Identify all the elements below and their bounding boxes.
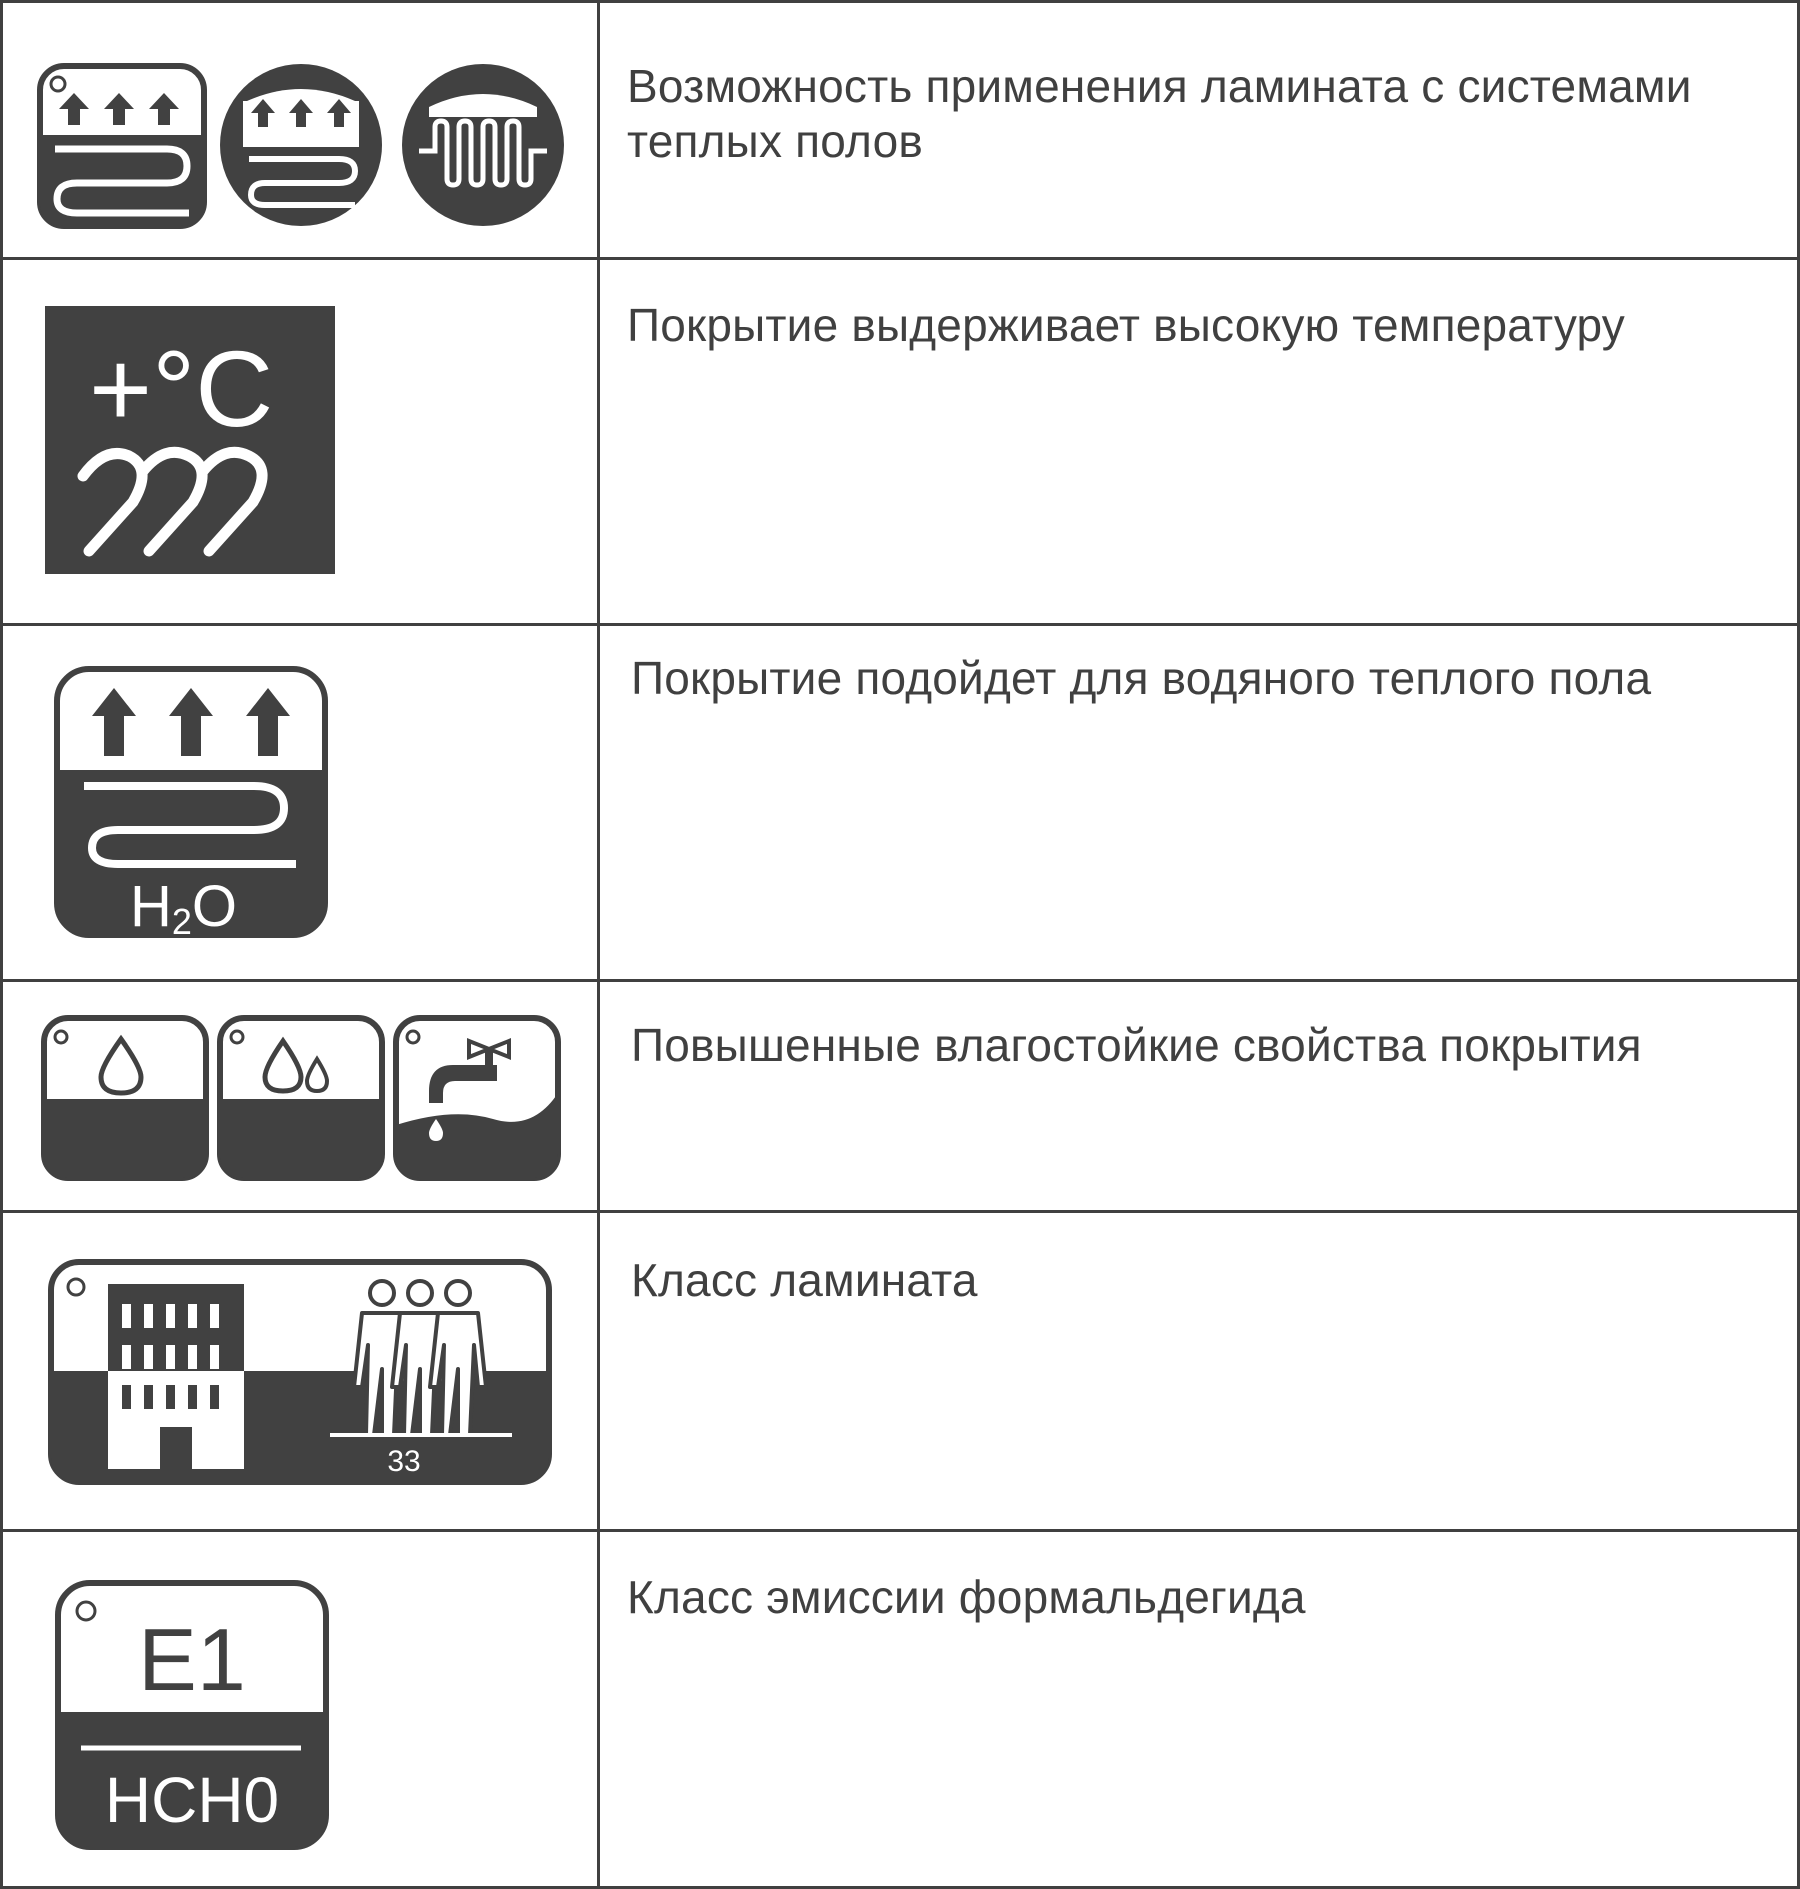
description-cell: Покрытие выдерживает высокую температуру: [599, 260, 1797, 623]
table-border-right: [1797, 0, 1800, 1889]
description-cell: Класс эмиссии формальдегида: [599, 1532, 1797, 1886]
commercial-use-class-icon: 33: [48, 1259, 552, 1485]
formaldehyde-emission-icon: E1 HCH0: [55, 1580, 329, 1850]
description-text: Класс ламината: [631, 1254, 978, 1306]
table-row: +°C Покрытие выдерживает высокую темпера…: [3, 260, 1797, 623]
underfloor-heating-square-icon: [37, 63, 207, 229]
heating-coil-round-icon: [402, 64, 564, 226]
table-border-left: [0, 0, 3, 1889]
description-text: Повышенные влагостойкие свойства покрыти…: [631, 1019, 1642, 1071]
icon-cell: E1 HCH0: [3, 1532, 599, 1886]
table-border-top: [0, 0, 1800, 3]
row-divider: [0, 1210, 1800, 1213]
description-text: Класс эмиссии формальдегида: [627, 1571, 1306, 1623]
row-divider: [0, 623, 1800, 626]
table-row: H2O Покрытие подойдет для водяного тепло…: [3, 626, 1797, 979]
icon-cell: [3, 982, 599, 1210]
description-cell: Покрытие подойдет для водяного теплого п…: [599, 626, 1797, 979]
table-row: E1 HCH0 Класс эмиссии формальдегида: [3, 1532, 1797, 1886]
class-number: 33: [387, 1445, 420, 1478]
row-divider: [0, 1529, 1800, 1532]
single-drop-icon: [41, 1015, 209, 1181]
high-temperature-icon: +°C: [45, 306, 335, 574]
table-row: Возможность применения ламината с систем…: [3, 3, 1797, 257]
row-divider: [0, 979, 1800, 982]
column-divider: [597, 0, 600, 1889]
emission-class: E1: [138, 1610, 246, 1709]
table-row: Повышенные влагостойкие свойства покрыти…: [3, 982, 1797, 1210]
table-row: 33 Класс ламината: [3, 1213, 1797, 1529]
description-cell: Повышенные влагостойкие свойства покрыти…: [599, 982, 1797, 1210]
description-text: Покрытие подойдет для водяного теплого п…: [631, 652, 1652, 704]
svg-text:H2O: H2O: [130, 874, 237, 938]
h2o-symbol-o: O: [192, 874, 237, 938]
two-drops-icon: [217, 1015, 385, 1181]
water-tap-icon: [393, 1015, 561, 1181]
table-border-bottom: [0, 1886, 1800, 1889]
icon-cell: [3, 3, 599, 257]
description-text: Покрытие выдерживает высокую температуру: [627, 299, 1625, 351]
water-heated-floor-icon: H2O: [54, 666, 328, 938]
icon-cell: H2O: [3, 626, 599, 979]
temperature-symbol: +°C: [89, 328, 273, 449]
h2o-symbol-sub: 2: [172, 901, 192, 938]
description-cell: Возможность применения ламината с систем…: [599, 3, 1797, 257]
row-divider: [0, 257, 1800, 260]
compound-formula: HCH0: [105, 1764, 279, 1836]
underfloor-heating-round-icon: [220, 64, 382, 226]
h2o-symbol-h: H: [130, 874, 172, 938]
description-text: Возможность применения ламината с систем…: [627, 60, 1692, 167]
icon-cell: +°C: [3, 260, 599, 623]
icon-cell: 33: [3, 1213, 599, 1529]
description-cell: Класс ламината: [599, 1213, 1797, 1529]
